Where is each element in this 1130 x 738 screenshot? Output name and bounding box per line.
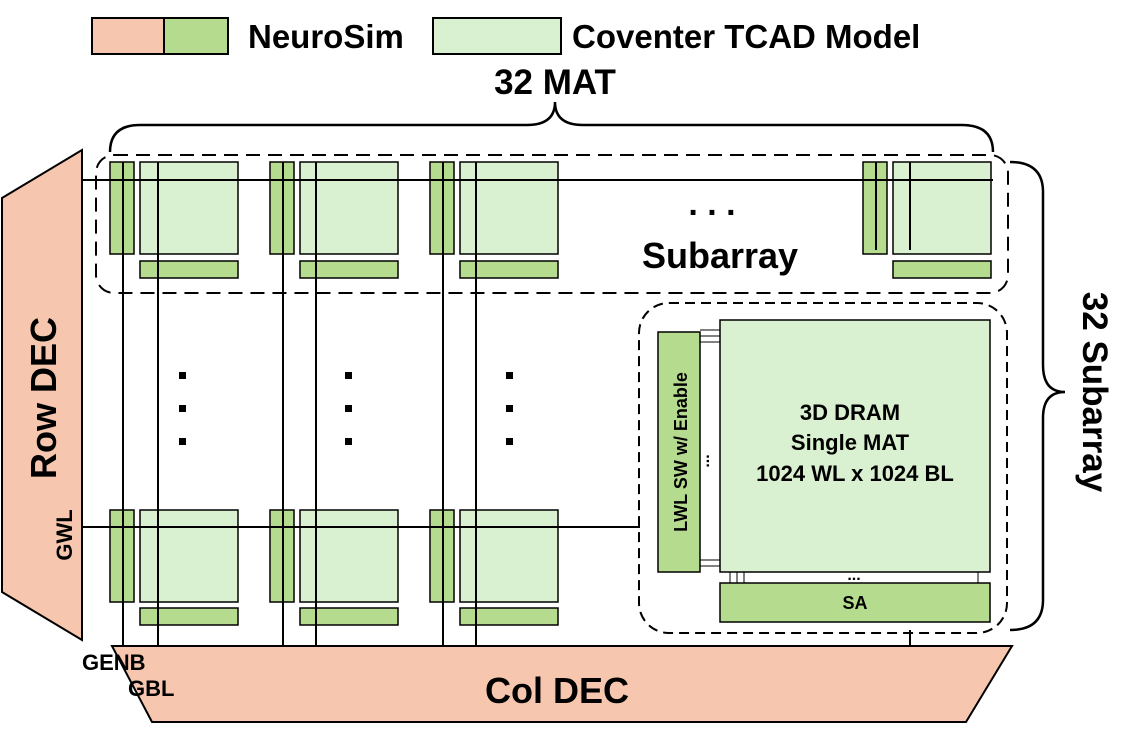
mat-array-block [139, 161, 239, 255]
col-dec-label: Col DEC [485, 670, 629, 711]
mat-title-line3: 1024 WL x 1024 BL [756, 461, 954, 486]
gbl-label: GBL [128, 676, 174, 701]
sense-amp-block [892, 260, 992, 279]
mat-title-line1: 3D DRAM [800, 400, 900, 425]
gwl-label: GWL [52, 509, 77, 560]
local-word-lines [700, 329, 720, 567]
legend-neurosim-green-swatch [163, 17, 229, 55]
mat-array-block [892, 161, 992, 255]
sense-amp-block [139, 607, 239, 626]
horizontal-ellipsis: . . . [688, 185, 735, 223]
single-mat-block [719, 319, 991, 573]
sense-amplifier-detail [719, 582, 991, 623]
word-line-ellipsis: ... [696, 454, 713, 467]
mat-group [109, 161, 239, 279]
mat-brace [108, 101, 995, 153]
lwl-switch-detail [657, 331, 701, 573]
vertical-ellipsis [345, 372, 352, 445]
subarray-outline [95, 154, 1009, 294]
lwl-switch-label: LWL SW w/ Enable [671, 372, 691, 532]
mat-count-label: 32 MAT [494, 63, 616, 102]
sense-amp-block [459, 607, 559, 626]
sense-amp-block [459, 260, 559, 279]
sense-amp-block [299, 607, 399, 626]
legend-neurosim-label: NeuroSim [248, 18, 404, 55]
row-dec-label: Row DEC [23, 317, 64, 479]
vertical-ellipsis [179, 372, 186, 445]
sa-label: SA [842, 593, 867, 613]
sense-amp-block [299, 260, 399, 279]
subarray-count-label: 32 Subarray [1075, 292, 1114, 493]
sense-amp-block [139, 260, 239, 279]
mat-array-block [459, 161, 559, 255]
legend-neurosim-salmon-swatch [91, 17, 165, 55]
bit-line-ellipsis: ... [847, 567, 860, 584]
mat-array-block [299, 509, 399, 603]
genb-label: GENB [82, 650, 146, 675]
subarray-brace [1009, 160, 1066, 632]
legend-coventer-label: Coventer TCAD Model [572, 18, 920, 55]
row-decoder [0, 148, 83, 642]
legend-coventer-swatch [432, 17, 562, 55]
vertical-ellipsis [506, 372, 513, 445]
mat-title-line2: Single MAT [791, 430, 910, 455]
column-decoder [110, 645, 1014, 723]
mat-array-block [299, 161, 399, 255]
mat-array-block [459, 509, 559, 603]
subarray-label: Subarray [642, 235, 798, 276]
mat-array-block [139, 509, 239, 603]
mat-detail-outline [638, 302, 1008, 634]
mat-group [109, 509, 239, 626]
local-bit-lines [729, 572, 979, 583]
global-bit-lines [122, 162, 911, 646]
